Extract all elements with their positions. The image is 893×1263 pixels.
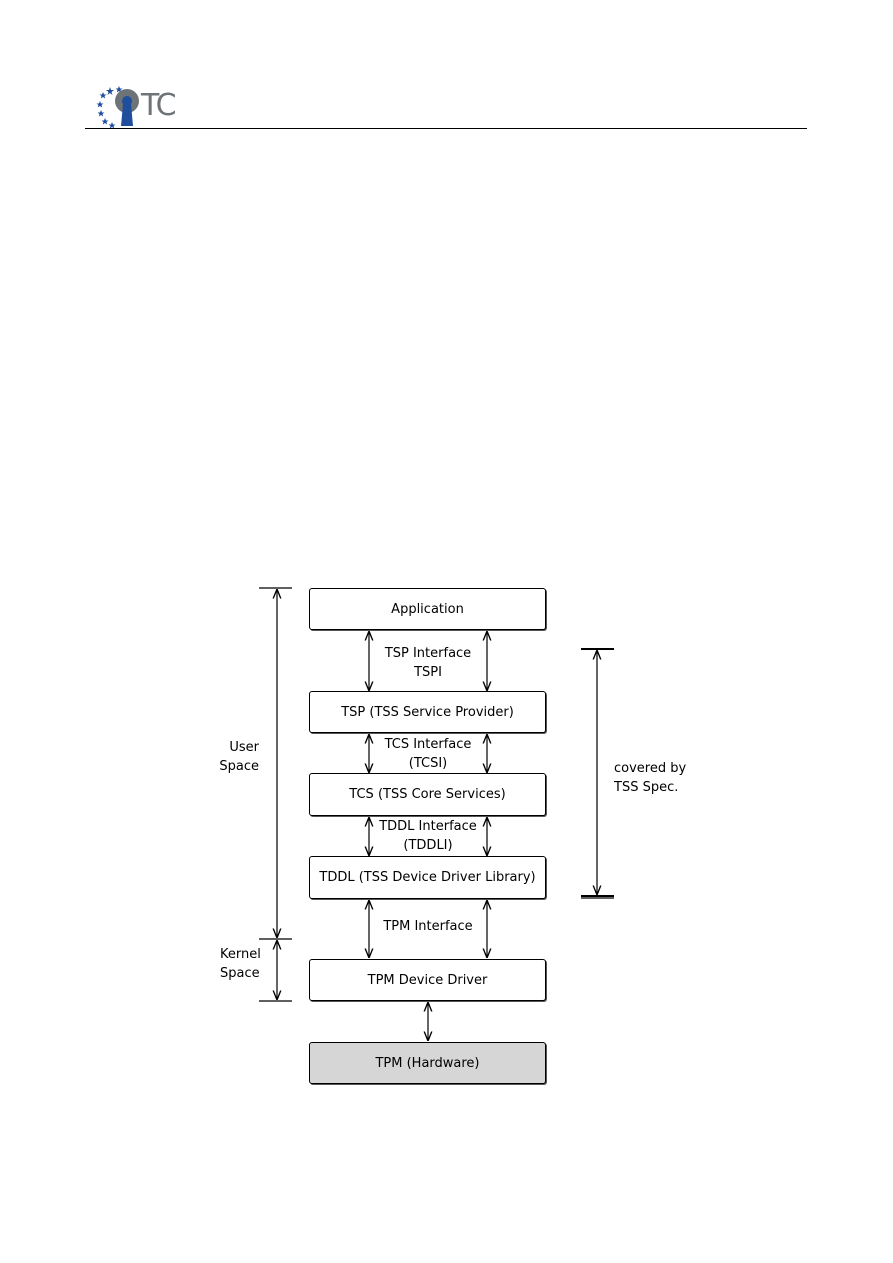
header-divider xyxy=(85,128,807,129)
tc-logo: TC xyxy=(96,84,196,130)
tsp-box: TSP (TSS Service Provider) xyxy=(309,691,546,733)
tspi-label-line2: TSPI xyxy=(414,665,442,680)
tcs-box: TCS (TSS Core Services) xyxy=(309,773,546,816)
keyhole-stars-logo-icon xyxy=(96,86,139,129)
tddl-box: TDDL (TSS Device Driver Library) xyxy=(309,856,546,899)
logo-text: TC xyxy=(141,88,176,123)
tcsi-label-line1: TCS Interface xyxy=(384,737,472,752)
tddli-label-line1: TDDL Interface xyxy=(379,819,477,834)
tpm-hardware-box: TPM (Hardware) xyxy=(309,1042,546,1084)
kernel-space-label-line1: Kernel xyxy=(220,947,261,962)
tpm-interface-label: TPM Interface xyxy=(373,917,483,936)
coverage-label: covered by TSS Spec. xyxy=(614,759,704,797)
tpm-device-driver-box: TPM Device Driver xyxy=(309,959,546,1001)
user-space-label: User Space xyxy=(200,738,259,776)
coverage-label-line1: covered by xyxy=(614,761,687,776)
tddli-label-line2: (TDDLI) xyxy=(403,838,453,853)
kernel-space-label: Kernel Space xyxy=(220,945,280,983)
tspi-label-line1: TSP Interface xyxy=(384,646,472,661)
tcsi-label: TCS Interface (TCSI) xyxy=(378,735,478,773)
application-box: Application xyxy=(309,588,546,630)
tpm-interface-label-line1: TPM Interface xyxy=(383,919,473,934)
page-header: TC xyxy=(0,0,893,135)
kernel-space-label-line2: Space xyxy=(220,966,260,981)
user-space-label-line1: User xyxy=(229,740,259,755)
coverage-label-line2: TSS Spec. xyxy=(614,780,679,795)
tspi-label: TSP Interface TSPI xyxy=(378,644,478,682)
tcsi-label-line2: (TCSI) xyxy=(408,756,448,771)
tddli-label: TDDL Interface (TDDLI) xyxy=(373,817,483,855)
user-space-label-line2: Space xyxy=(219,759,259,774)
